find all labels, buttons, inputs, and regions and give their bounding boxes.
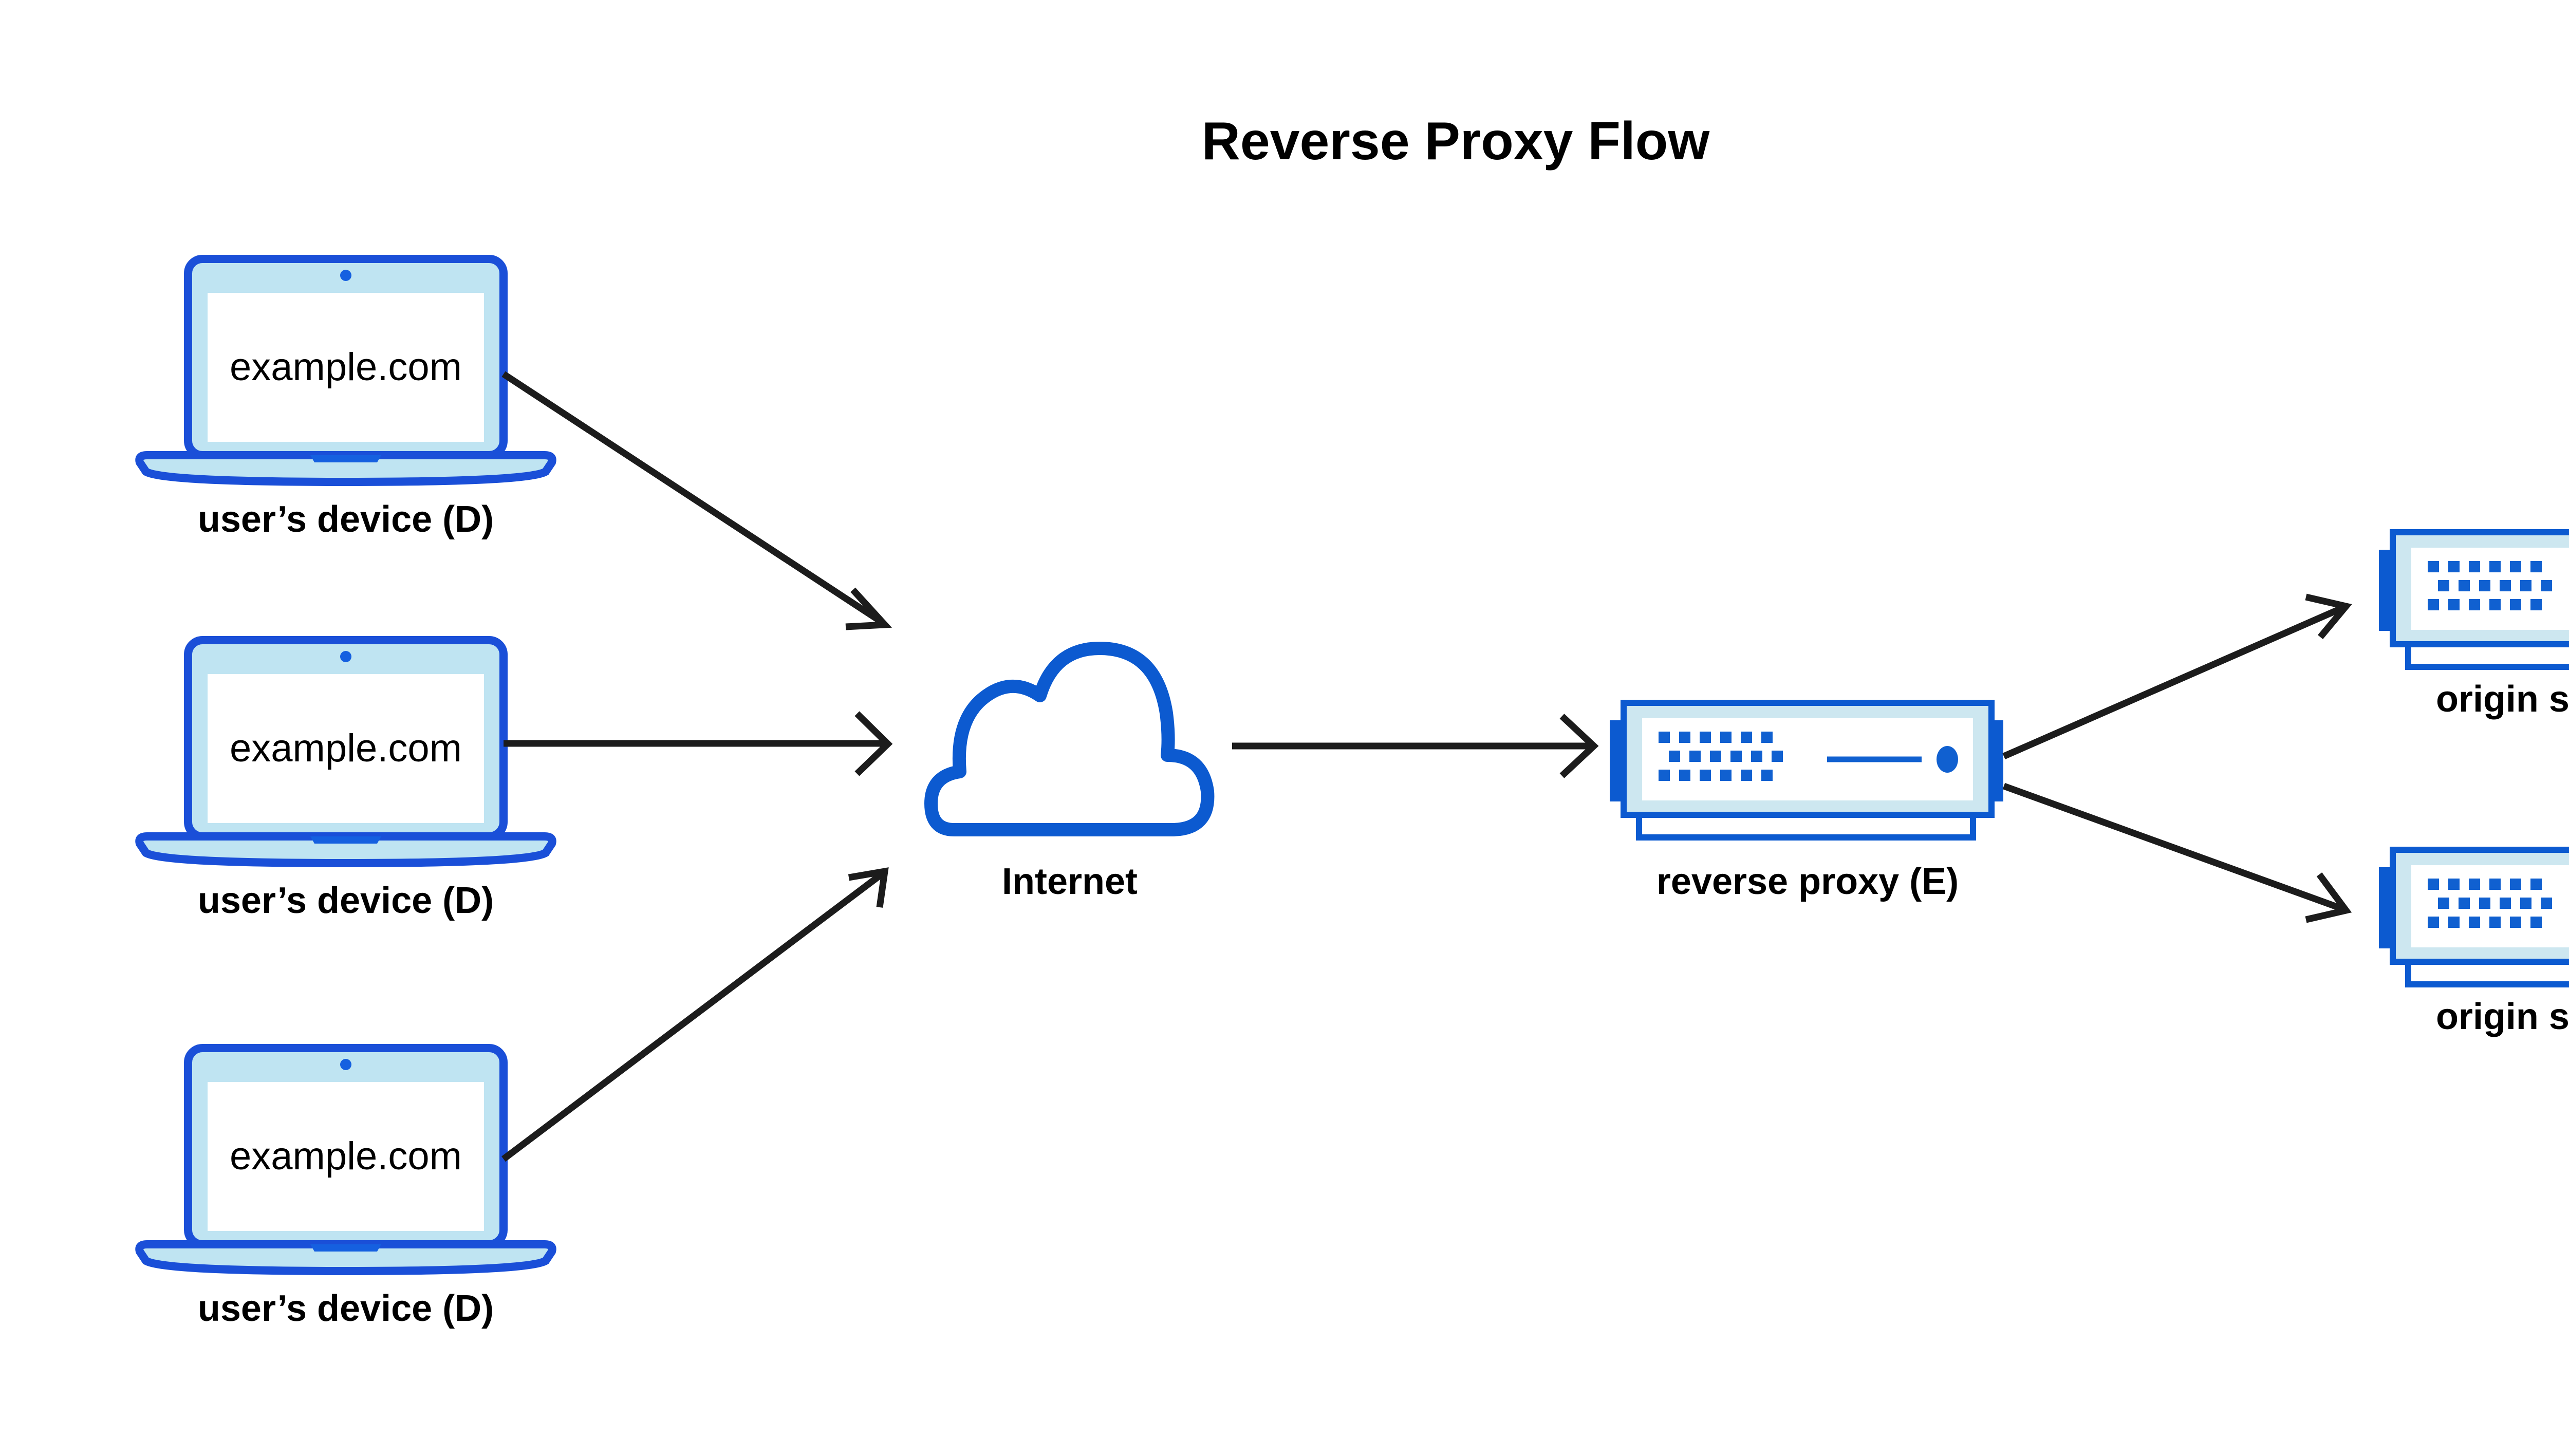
laptop-icon	[135, 636, 556, 868]
origin-server-node-1[interactable]: origin server (F)	[2379, 529, 2569, 720]
device-label: user’s device (D)	[198, 499, 494, 540]
device-label: user’s device (D)	[198, 880, 494, 921]
edge-internet-to-proxy	[1232, 714, 1599, 778]
user-device-node-2[interactable]: example.com user’s device (D)	[135, 636, 556, 921]
reverse-proxy-node[interactable]: reverse proxy (E)	[1610, 700, 2003, 902]
reverse-proxy-label: reverse proxy (E)	[1656, 861, 1959, 902]
server-icon	[1610, 700, 2003, 841]
device-screen-text: example.com	[230, 345, 462, 389]
laptop-icon	[135, 1044, 556, 1276]
user-device-node-3[interactable]: example.com user’s device (D)	[135, 1044, 556, 1329]
internet-label: Internet	[1002, 861, 1138, 902]
diagram-title: Reverse Proxy Flow	[1202, 111, 1710, 171]
origin-server-node-2[interactable]: origin server (F)	[2379, 847, 2569, 1037]
internet-node[interactable]: Internet	[924, 642, 1215, 902]
laptop-icon	[135, 255, 556, 487]
device-screen-text: example.com	[230, 726, 462, 770]
device-screen-text: example.com	[230, 1134, 462, 1178]
edge-device3-to-internet	[501, 867, 889, 1162]
origin-server-label: origin server (F)	[2436, 996, 2569, 1037]
cloud-icon	[924, 642, 1215, 836]
server-icon	[2379, 847, 2569, 987]
edge-device1-to-internet	[501, 371, 892, 630]
edge-proxy-to-origin1	[2002, 593, 2352, 759]
server-icon	[2379, 529, 2569, 670]
edge-device2-to-internet	[504, 711, 893, 776]
device-label: user’s device (D)	[198, 1288, 494, 1329]
origin-server-label: origin server (F)	[2436, 679, 2569, 720]
edge-proxy-to-origin2	[2002, 782, 2352, 923]
user-device-node-1[interactable]: example.com user’s device (D)	[135, 255, 556, 540]
